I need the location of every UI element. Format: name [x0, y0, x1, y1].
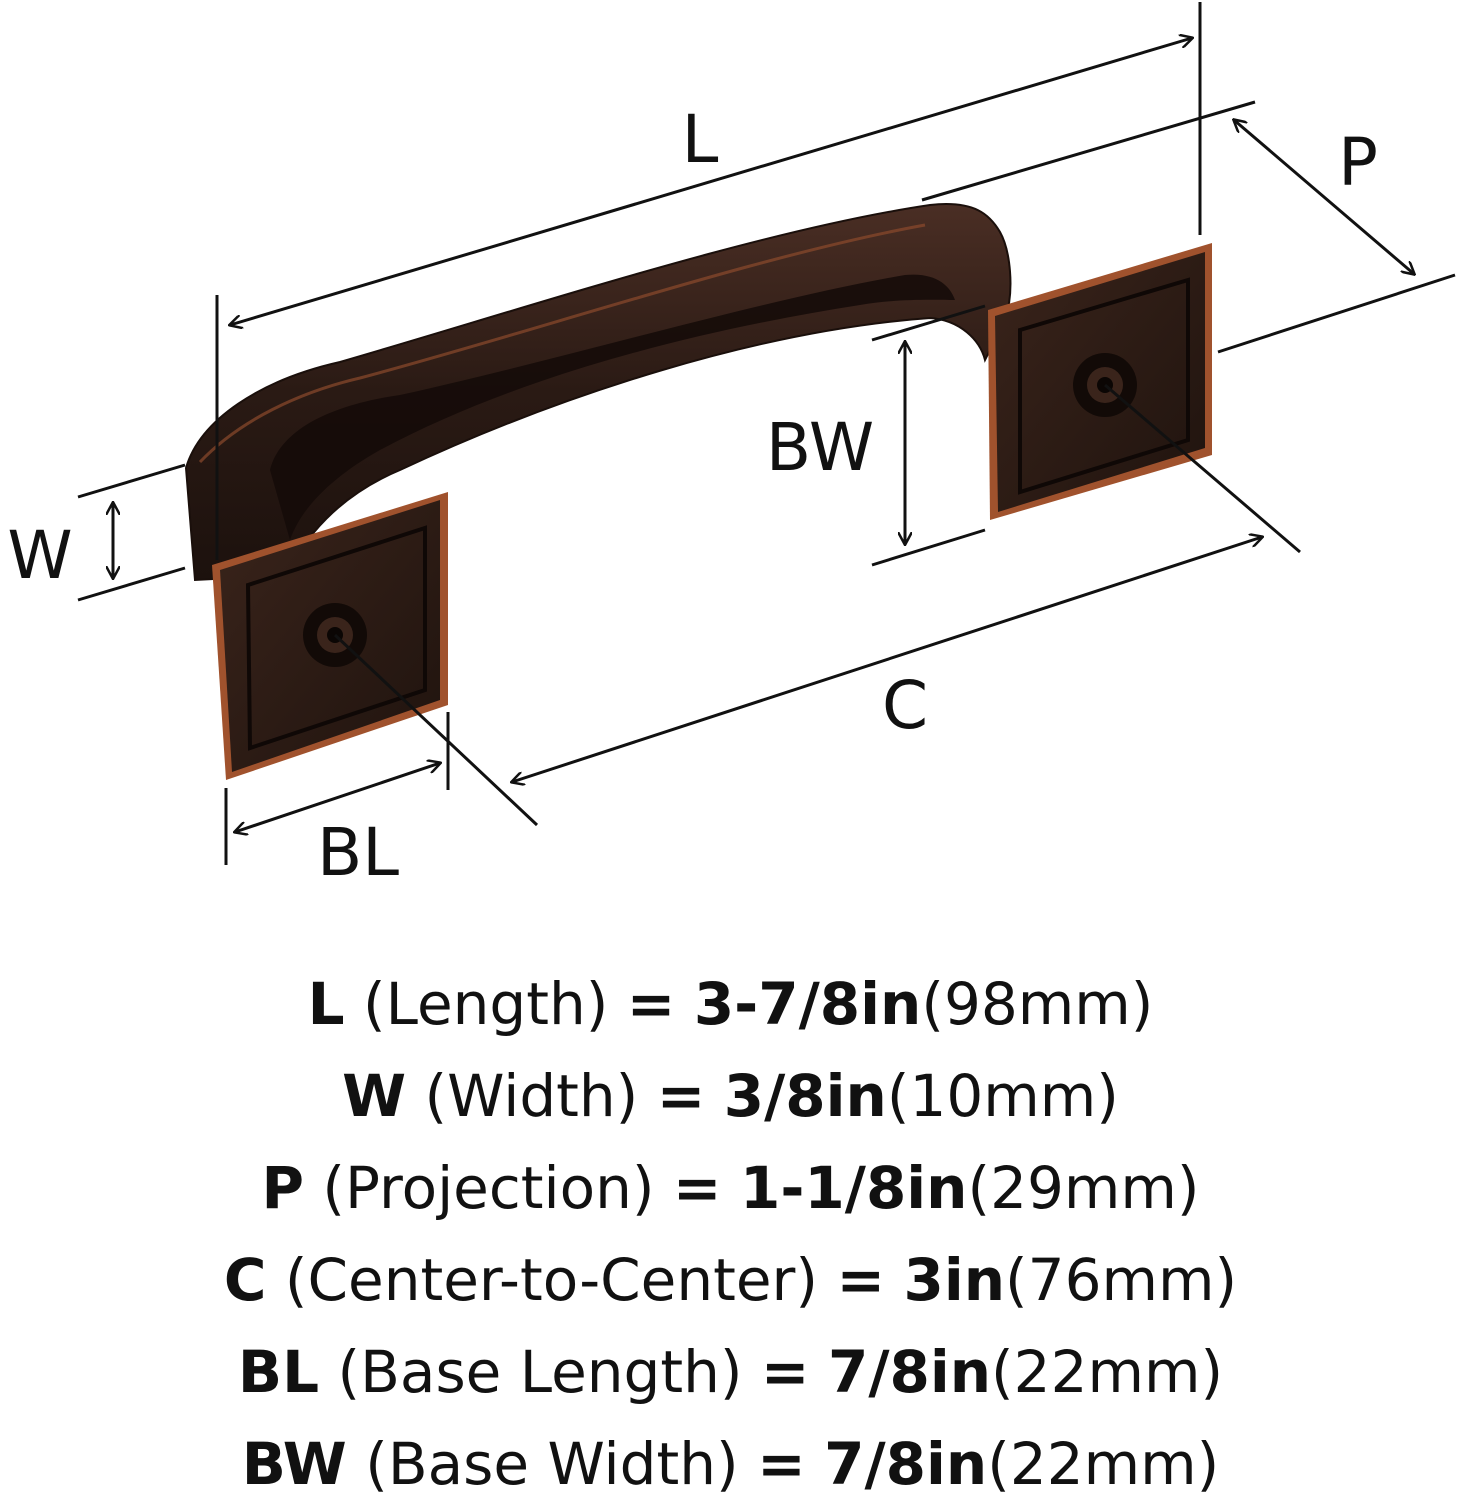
spec-name: (Width): [424, 1062, 639, 1130]
spec-code: C: [223, 1246, 267, 1314]
spec-code: BL: [237, 1338, 320, 1406]
spec-code: W: [342, 1062, 407, 1130]
label-P: P: [1338, 124, 1378, 201]
spec-metric: (22mm): [991, 1338, 1224, 1406]
spec-row-center-to-center: C (Center-to-Center) = 3in(76mm): [0, 1234, 1461, 1326]
label-L: L: [682, 101, 719, 178]
spec-row-projection: P (Projection) = 1-1/8in(29mm): [0, 1142, 1461, 1234]
spec-equals: =: [836, 1246, 886, 1314]
spec-metric: (98mm): [921, 970, 1154, 1038]
spec-name: (Projection): [322, 1154, 655, 1222]
spec-metric: (76mm): [1005, 1246, 1238, 1314]
spec-name: (Base Width): [365, 1430, 739, 1498]
spec-imperial: 7/8in: [824, 1430, 988, 1498]
spec-imperial: 3-7/8in: [693, 970, 922, 1038]
dimension-BL-arrow: [235, 763, 440, 832]
dimension-labels: L P W BW C BL: [7, 101, 1378, 891]
dimension-C-arrow: [512, 537, 1262, 782]
pull-handle: [184, 203, 1212, 780]
spec-name: (Base Length): [337, 1338, 743, 1406]
dimension-L-arrow: [230, 38, 1192, 325]
dimension-P-arrow: [1234, 120, 1414, 274]
right-base-plate: [988, 243, 1212, 520]
left-base-plate: [212, 492, 448, 780]
spec-code: P: [261, 1154, 304, 1222]
spec-row-width: W (Width) = 3/8in(10mm): [0, 1050, 1461, 1142]
spec-imperial: 7/8in: [827, 1338, 992, 1406]
spec-equals: =: [626, 970, 676, 1038]
spec-equals: =: [760, 1338, 810, 1406]
spec-name: (Length): [363, 970, 609, 1038]
spec-metric: (22mm): [987, 1430, 1220, 1498]
spec-row-base-width: BW (Base Width) = 7/8in(22mm): [0, 1418, 1461, 1510]
label-C: C: [882, 667, 928, 744]
spec-name: (Center-to-Center): [284, 1246, 819, 1314]
spec-imperial: 1-1/8in: [739, 1154, 968, 1222]
spec-row-length: L (Length) = 3-7/8in(98mm): [0, 958, 1461, 1050]
dimension-arrows: [113, 38, 1414, 832]
label-W: W: [7, 517, 72, 594]
spec-equals: =: [757, 1430, 806, 1498]
spec-metric: (29mm): [967, 1154, 1200, 1222]
spec-equals: =: [656, 1062, 706, 1130]
spec-row-base-length: BL (Base Length) = 7/8in(22mm): [0, 1326, 1461, 1418]
label-BL: BL: [317, 814, 399, 891]
left-screw-line: [333, 633, 539, 827]
cabinet-pull-dimension-diagram: L P W BW C BL: [7, 2, 1456, 891]
dimension-spec-list: L (Length) = 3-7/8in(98mm) W (Width) = 3…: [0, 958, 1461, 1510]
spec-equals: =: [672, 1154, 722, 1222]
spec-metric: (10mm): [886, 1062, 1119, 1130]
spec-code: L: [307, 970, 345, 1038]
label-BW: BW: [766, 409, 874, 486]
spec-imperial: 3/8in: [723, 1062, 887, 1130]
spec-code: BW: [241, 1430, 347, 1498]
right-screw-line: [1104, 383, 1301, 554]
spec-imperial: 3in: [903, 1246, 1006, 1314]
